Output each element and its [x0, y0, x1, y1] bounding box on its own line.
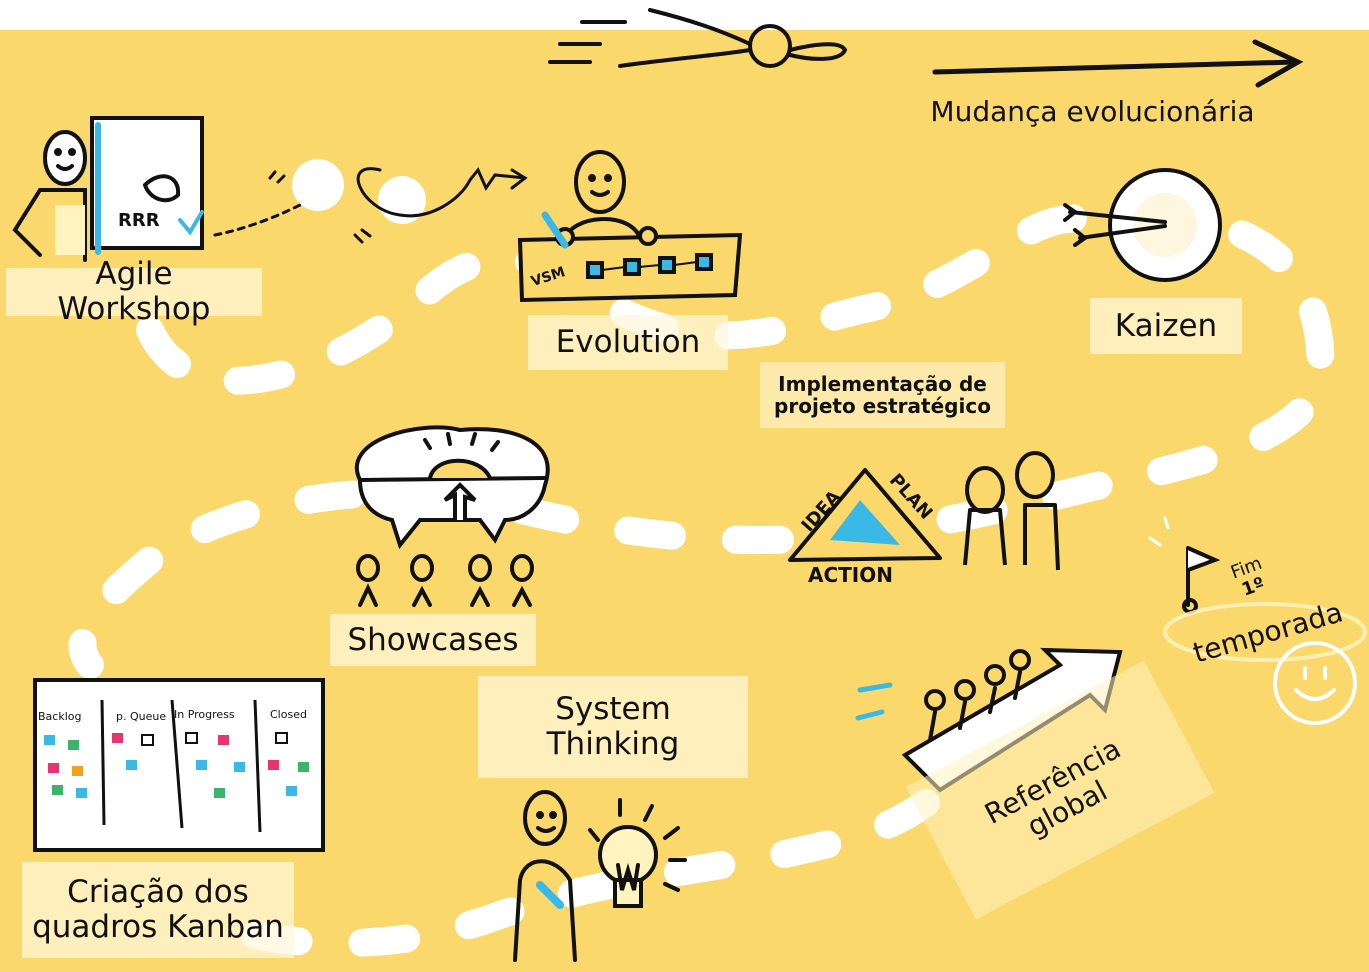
implementacao-line1: Implementação de [778, 371, 987, 396]
station-kaizen: Kaizen [1090, 298, 1242, 354]
station-implementacao: Implementação de projeto estratégico [760, 362, 1005, 428]
station-agile-workshop: Agile Workshop [6, 257, 262, 326]
thinking-label: Thinking [546, 726, 680, 762]
station-showcases: Showcases [330, 614, 536, 666]
evolution-arrow [932, 39, 1304, 88]
station-system-thinking: System Thinking [478, 676, 748, 778]
idea-plan-action-triangle [788, 451, 1060, 571]
showcase-sketch [355, 425, 550, 607]
workshop-board-text: RRR [118, 210, 160, 231]
kanban-col-progress: In Progress [174, 708, 235, 721]
lightbulb-sketch [513, 790, 687, 962]
evolutionary-change-label: Mudança evolucionária [930, 95, 1255, 129]
fim-number: 1º [1238, 573, 1268, 601]
system-label: System [555, 691, 671, 728]
kanban-col-queue: p. Queue [116, 710, 166, 723]
kanban-col-closed: Closed [270, 708, 307, 721]
kanban-col-backlog: Backlog [38, 710, 81, 723]
kaizen-label: Kaizen [1114, 307, 1218, 344]
target-icon [1063, 168, 1222, 282]
showcases-label: Showcases [347, 621, 519, 658]
workshop-sketch [12, 116, 204, 262]
header-arrow-label: Mudança evolucionária [905, 92, 1280, 132]
implementacao-line2: projeto estratégico [774, 394, 991, 418]
runner-sketch [548, 8, 848, 68]
smiley-icon [1273, 641, 1357, 725]
station-kanban: Criação dos quadros Kanban [22, 862, 294, 958]
kanban-board [33, 678, 325, 852]
triangle-bottom-text: ACTION [808, 563, 893, 587]
gears-sketch [213, 159, 528, 244]
global-reference-sketch [855, 647, 1215, 920]
kanban-line2: quadros Kanban [32, 909, 284, 945]
kanban-line1: Criação dos [67, 874, 249, 911]
evolution-label: Evolution [555, 324, 701, 361]
season-ring [1163, 602, 1367, 662]
station-evolution: Evolution [528, 315, 728, 370]
agile-workshop-label: Agile Workshop [57, 256, 211, 327]
vsm-sketch [517, 150, 743, 303]
